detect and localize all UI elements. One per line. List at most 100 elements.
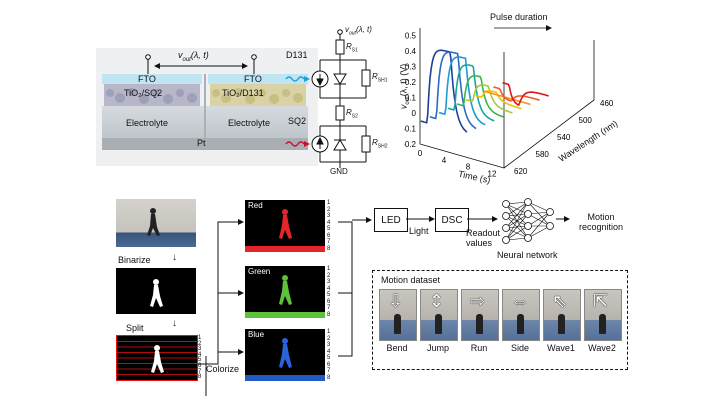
split-lines: [117, 341, 197, 375]
x-tick-label: 12: [488, 170, 497, 179]
binarize-arrow-icon: ↓: [172, 252, 177, 263]
response-curve: [420, 49, 468, 133]
response-curve: [456, 74, 504, 118]
readout-label: Readout values: [466, 228, 501, 248]
colorize-label: Colorize: [206, 364, 240, 374]
gesture-item: ⇱ Wave2: [584, 289, 622, 353]
rs1-subscript: S1: [351, 47, 358, 54]
x-tick-label: 8: [466, 163, 471, 172]
chart-axes-box: [419, 28, 595, 169]
equivalent-circuit: vout(λ, t) D131 SQ2 RS1 RSH1 RS2 RSH2 GN…: [282, 22, 404, 176]
z-tick-label: 460: [600, 99, 614, 108]
cell-vout-subscript: out: [182, 56, 191, 63]
strip-number: 3: [198, 346, 202, 353]
rsh2-symbol: R: [372, 138, 378, 147]
circuit-gnd-label: GND: [330, 167, 348, 176]
strip-number: 7: [327, 305, 331, 311]
gesture-label: Wave1: [547, 343, 575, 353]
motion-recognition-label: Motion recognition: [578, 212, 624, 232]
strip-number: 2: [327, 206, 331, 213]
strip-number: 5: [327, 226, 331, 232]
strip-number: 8: [327, 374, 331, 381]
cell-vout-symbol: v: [178, 50, 183, 60]
response-curve: [438, 56, 486, 126]
strip-number: 8: [327, 245, 331, 252]
y-tick-label: -0.2: [404, 140, 417, 149]
circuit-rs1-label: RS1: [346, 42, 358, 54]
strip-number: 1: [327, 266, 331, 272]
gesture-arrow-icon: ⇨: [470, 291, 486, 311]
y-label-rest: (λ, t) (V): [398, 63, 409, 97]
rsh1-subscript: SH1: [377, 77, 388, 84]
circuit-sq2-label: SQ2: [288, 116, 307, 126]
rs2-symbol: R: [346, 108, 352, 117]
gesture-label: Bend: [386, 343, 408, 353]
gesture-person: [558, 314, 565, 334]
circuit-d131-label: D131: [286, 50, 308, 60]
light-label: Light: [409, 226, 429, 236]
response-curve: [493, 86, 540, 102]
gesture-person: [476, 314, 483, 334]
gesture-arrow-icon: ⇕: [429, 291, 445, 311]
red-label: Red: [248, 201, 263, 210]
blue-channel-frame: Blue: [245, 329, 325, 381]
circuit-rsh1-label: RSH1: [372, 72, 388, 84]
binarized-frame: [116, 268, 196, 314]
motion-dataset-title: Motion dataset: [381, 275, 441, 285]
strip-number: 5: [327, 292, 331, 298]
circuit-vout-symbol: v: [345, 25, 349, 34]
motion-dataset-panel: Motion dataset ⇩Bend⇕Jump⇨Run⇔Side⇖Wave1…: [372, 270, 628, 370]
rsh2-subscript: SH2: [377, 143, 388, 150]
strip-number: 2: [327, 272, 331, 279]
gesture-thumbnail: ⇩: [379, 289, 417, 341]
x-tick-label: 0: [418, 149, 423, 158]
strip-number: 5: [327, 355, 331, 361]
strip-number: 4: [198, 351, 202, 358]
gesture-arrow-icon: ⇱: [593, 291, 609, 311]
rs2-subscript: S2: [351, 113, 358, 120]
red-silhouette: [279, 209, 292, 239]
strip-number: 1: [198, 335, 202, 341]
gesture-label: Wave2: [588, 343, 616, 353]
strip-number: 8: [198, 374, 202, 381]
gesture-label: Run: [470, 343, 488, 353]
z-tick-label: 580: [536, 150, 550, 159]
green-silhouette: [279, 275, 292, 305]
gesture-person: [435, 314, 442, 334]
gesture-item: ⇖ Wave1: [543, 289, 581, 353]
strip-number: 6: [327, 361, 331, 368]
y-tick-label: -0.1: [404, 125, 417, 134]
split-label: Split: [126, 323, 144, 333]
x-tick-label: 4: [442, 156, 447, 165]
gesture-arrow-icon: ⇖: [552, 291, 568, 311]
gesture-person: [599, 314, 606, 334]
gesture-label: Side: [510, 343, 529, 353]
strip-number: 7: [327, 368, 331, 374]
cell-illustration: vout(λ, t) FTO TiO₂/SQ2 FTO TiO₂/D131 El…: [96, 48, 318, 166]
gesture-item: ⇩ Bend: [379, 289, 417, 353]
blue-light-wave: [285, 76, 305, 82]
network-connectors: [406, 198, 570, 244]
strip-number: 4: [327, 285, 331, 292]
blue-silhouette: [279, 338, 292, 368]
person-silhouette: [147, 208, 160, 236]
strip-number: 3: [327, 342, 331, 348]
cell-drawing: [96, 48, 318, 166]
y-tick-label: 0: [412, 109, 417, 118]
strip-number: 7: [327, 239, 331, 245]
neural-network-label: Neural network: [497, 250, 558, 260]
pulse-duration-arrowhead: [546, 25, 552, 31]
z-tick-label: 620: [514, 167, 528, 176]
y-label-subscript: out: [405, 96, 412, 105]
y-tick-label: 0.1: [405, 94, 417, 103]
strip-number: 6: [327, 232, 331, 239]
green-label: Green: [248, 267, 271, 276]
y-tick-label: 0.5: [405, 32, 417, 41]
strip-number: 3: [327, 213, 331, 219]
strip-number: 2: [327, 335, 331, 342]
